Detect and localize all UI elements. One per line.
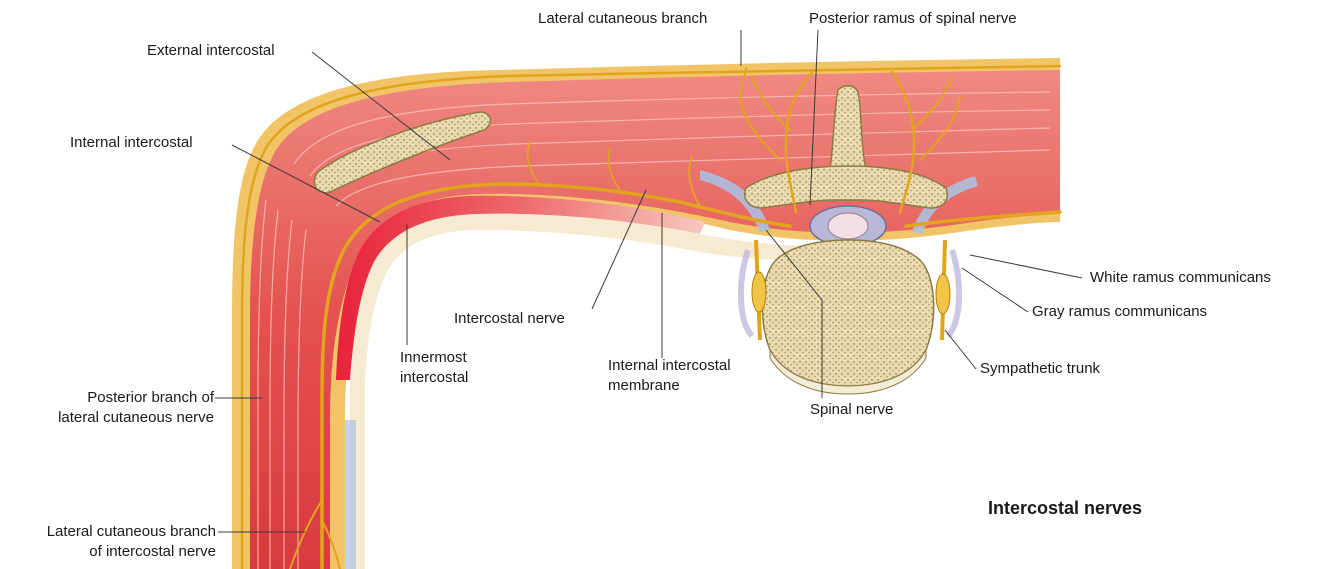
leader-white-ramus (970, 255, 1082, 278)
leader-sympathetic-trunk (945, 330, 976, 369)
label-lateral-cutaneous-branch: Lateral cutaneous branch (538, 9, 707, 29)
label-posterior-branch-line1: Posterior branch of (20, 388, 214, 408)
label-innermost-line2: intercostal (400, 368, 468, 388)
label-intercostal-nerve: Intercostal nerve (454, 309, 565, 329)
label-sympathetic-trunk: Sympathetic trunk (980, 359, 1100, 379)
label-lateral-cutaneous-intercostal: Lateral cutaneous branch of intercostal … (2, 522, 216, 562)
spinal-cord (828, 213, 868, 239)
vertebral-body (762, 240, 933, 386)
label-posterior-branch-line2: lateral cutaneous nerve (20, 408, 214, 428)
leader-gray-ramus (962, 268, 1028, 312)
label-lateral-cutaneous-intercostal-line2: of intercostal nerve (2, 542, 216, 562)
label-membrane-line2: membrane (608, 376, 731, 396)
label-external-intercostal: External intercostal (147, 41, 275, 61)
figure-title: Intercostal nerves (988, 498, 1142, 519)
label-internal-intercostal-membrane: Internal intercostal membrane (608, 356, 731, 396)
label-innermost-intercostal: Innermost intercostal (400, 348, 468, 388)
label-membrane-line1: Internal intercostal (608, 356, 731, 376)
label-internal-intercostal: Internal intercostal (70, 133, 193, 153)
label-gray-ramus: Gray ramus communicans (1032, 302, 1207, 322)
label-white-ramus: White ramus communicans (1090, 268, 1271, 288)
label-lateral-cutaneous-intercostal-line1: Lateral cutaneous branch (2, 522, 216, 542)
body-wall (232, 58, 1060, 569)
label-spinal-nerve: Spinal nerve (810, 400, 893, 420)
label-posterior-ramus: Posterior ramus of spinal nerve (809, 9, 1017, 29)
label-posterior-branch: Posterior branch of lateral cutaneous ne… (20, 388, 214, 428)
label-innermost-line1: Innermost (400, 348, 468, 368)
